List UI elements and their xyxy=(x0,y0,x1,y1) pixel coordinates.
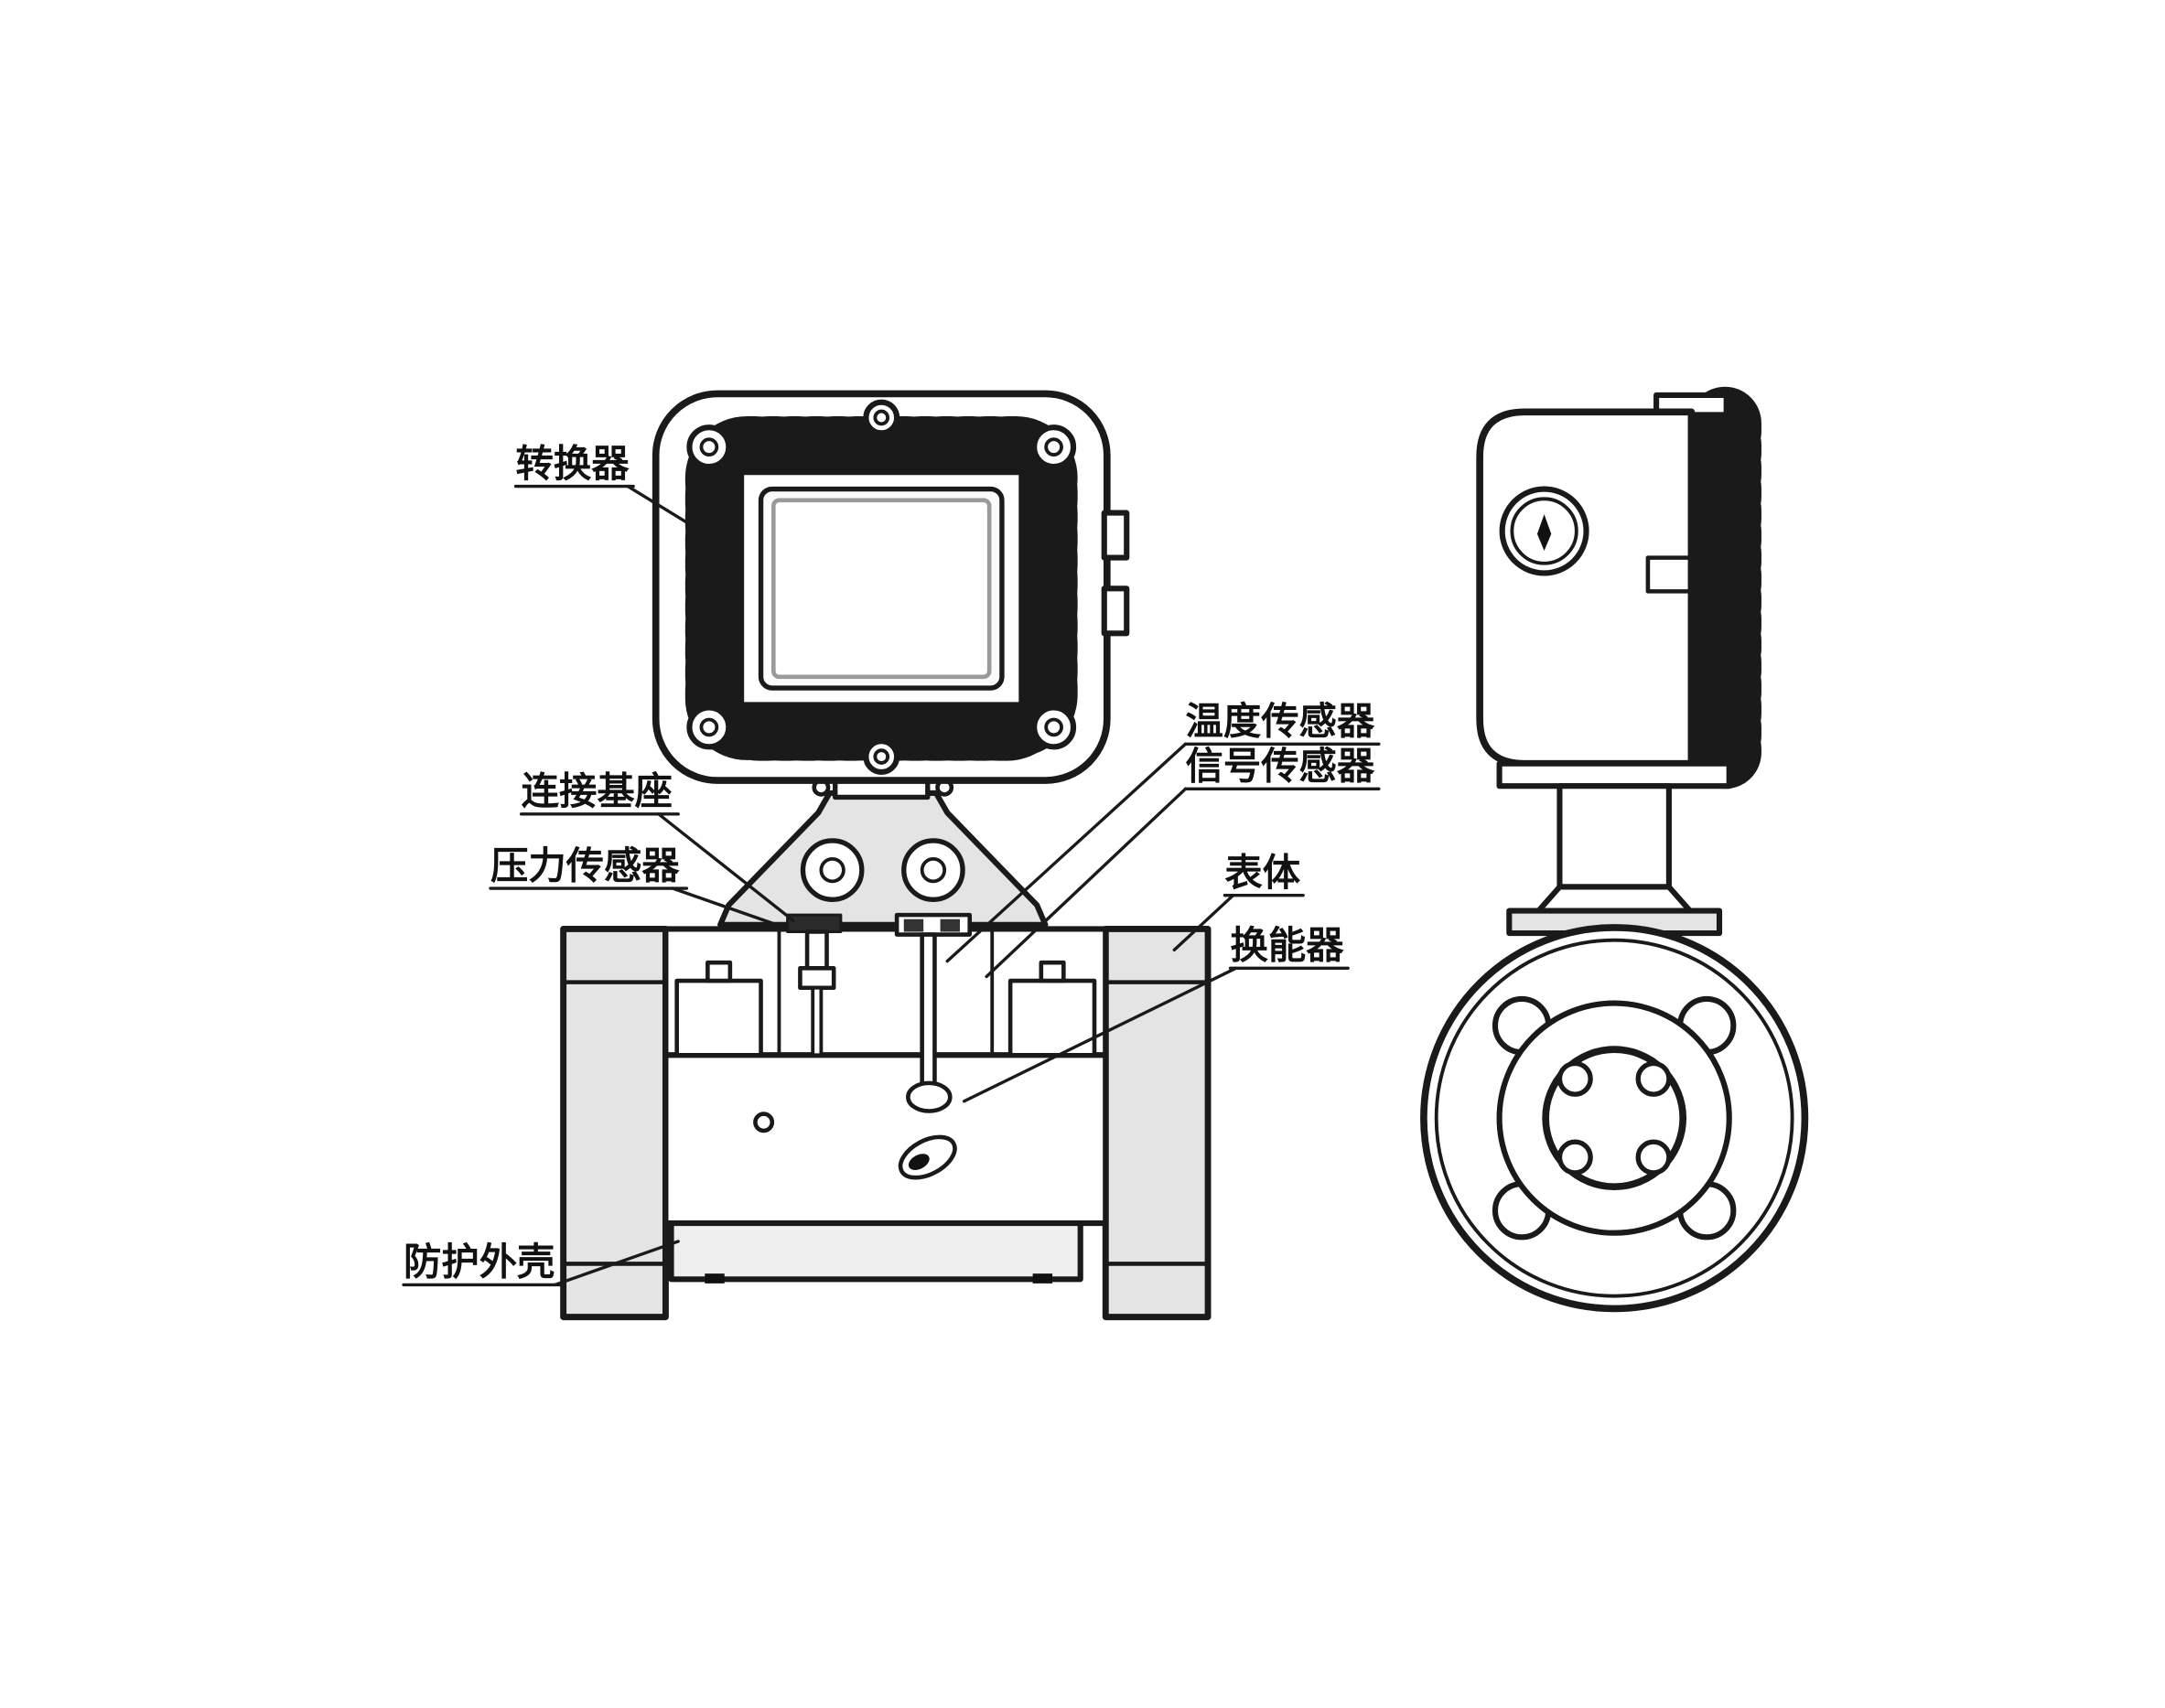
label-pressure-sensor: 压力传感器 xyxy=(490,844,680,886)
leader-protective-housing xyxy=(553,1240,680,1287)
leader-lines xyxy=(402,484,1381,1287)
hinge-block xyxy=(1645,555,1693,594)
label-converter: 转换器 xyxy=(516,443,630,485)
transducer-tip xyxy=(906,1080,953,1113)
head-side-tab xyxy=(1101,585,1130,637)
leader-pressure-sensor xyxy=(671,886,787,929)
body-barrel xyxy=(662,1052,1109,1227)
protective-housing-drawing xyxy=(668,1219,1083,1284)
leader-meter-body xyxy=(1172,893,1235,952)
head-screws xyxy=(686,399,1077,775)
label-signal-sensor: 信号传感器 xyxy=(1186,746,1375,788)
side-view xyxy=(1420,386,1809,1313)
side-converter-head xyxy=(1476,386,1761,790)
converter-head xyxy=(652,390,1130,784)
right-flange xyxy=(1102,925,1212,1321)
leader-transducer xyxy=(962,966,1238,1103)
label-meter-body: 表体 xyxy=(1224,852,1300,894)
leader-temperature-sensor xyxy=(945,742,1188,963)
label-texts: 转换器 连接基座 压力传感器 温度传感器 信号传感器 表体 换能器 防护外壳 xyxy=(404,443,1375,1284)
flange-face xyxy=(1420,924,1809,1313)
leader-converter xyxy=(626,484,692,526)
signal-sensor-fitting xyxy=(894,912,973,937)
left-flange xyxy=(560,925,669,1321)
meter-body-drawing xyxy=(560,912,1212,1321)
pressure-sensor-fitting xyxy=(786,913,843,1058)
label-protective-housing: 防护外壳 xyxy=(404,1241,555,1284)
front-view xyxy=(560,390,1212,1321)
sight-glass xyxy=(1499,486,1589,576)
sight-port xyxy=(898,1134,957,1180)
temperature-sensor-rod xyxy=(906,932,953,1113)
label-transducer: 换能器 xyxy=(1231,925,1345,967)
label-connection-base: 连接基座 xyxy=(522,770,673,812)
label-temperature-sensor: 温度传感器 xyxy=(1186,701,1375,743)
side-stem xyxy=(1496,760,1732,937)
head-side-tab xyxy=(1101,510,1130,561)
connection-base-drawing xyxy=(717,790,1049,928)
mounting-block-left xyxy=(674,978,763,1058)
leader-connection-base xyxy=(657,812,795,922)
leader-signal-sensor xyxy=(985,787,1188,979)
body-hole xyxy=(753,1112,775,1133)
